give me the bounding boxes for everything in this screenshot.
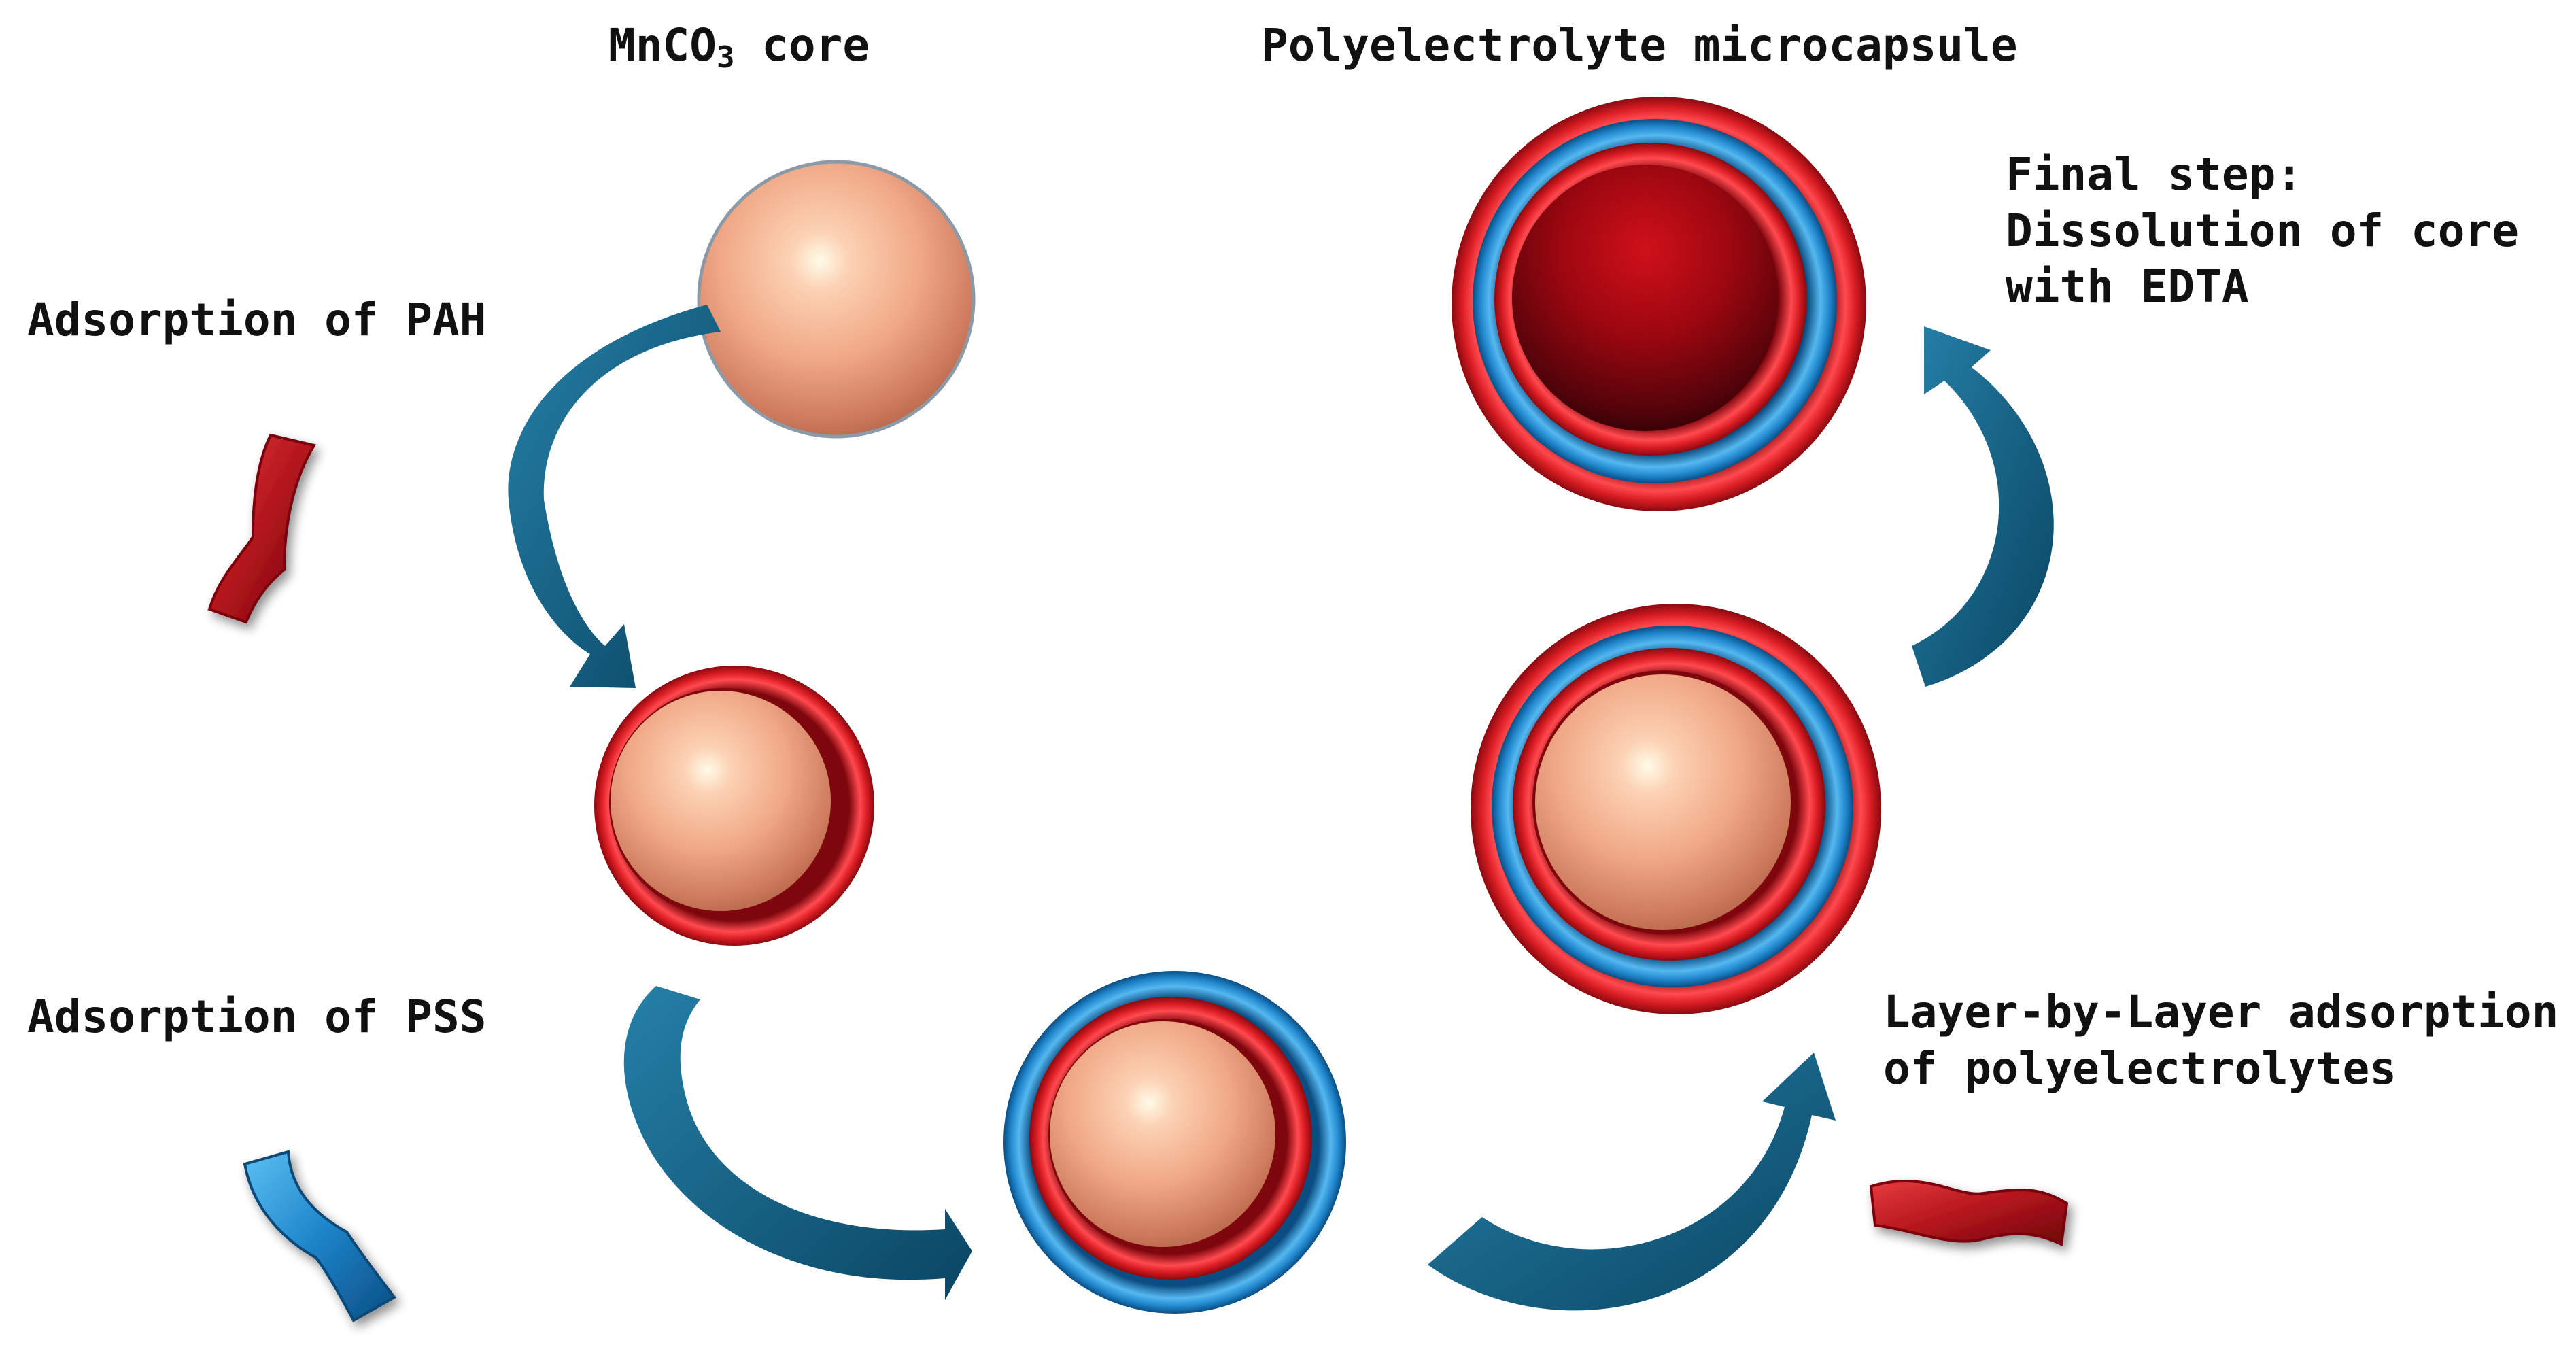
bare-core — [697, 160, 976, 439]
microcapsule-label: Polyelectrolyte microcapsule — [1261, 19, 2018, 71]
lbl-adsorption-line-1: Layer-by-Layer adsorption — [1883, 986, 2559, 1038]
core-multilayer — [1471, 604, 1881, 1014]
lbl-adsorption-line-2: of polyelectrolytes — [1883, 1042, 2397, 1095]
lbl-adsorption-label: Layer-by-Layer adsorption of polyelectro… — [1883, 985, 2558, 1097]
pss-strip-icon — [243, 1150, 396, 1322]
core-pah-layer — [594, 666, 874, 946]
final-step-line-2: Dissolution of core — [2006, 204, 2519, 257]
arrow-pss-to-multilayer — [1428, 1053, 1836, 1311]
pah-strip-lbl-icon — [1869, 1180, 2069, 1246]
arrow-core-to-pah — [508, 305, 721, 688]
final-step-line-1: Final step: — [2006, 148, 2303, 201]
core-pah-pss-layers — [1003, 971, 1346, 1314]
core-label: MnCO3 core — [608, 18, 870, 74]
final-step-line-3: with EDTA — [2006, 260, 2249, 313]
final-step-label: Final step: Dissolution of core with EDT… — [2006, 147, 2519, 315]
core-label-prefix: MnCO — [608, 19, 717, 71]
adsorption-pss-label: Adsorption of PSS — [27, 991, 487, 1043]
arrow-pah-to-pss — [623, 986, 972, 1300]
pah-strip-icon — [207, 433, 317, 624]
arrow-multilayer-to-capsule — [1912, 326, 2054, 687]
adsorption-pah-label: Adsorption of PAH — [27, 294, 487, 346]
core-label-subscript: 3 — [716, 40, 735, 75]
core-label-suffix: core — [734, 19, 870, 71]
hollow-microcapsule — [1452, 97, 1866, 511]
